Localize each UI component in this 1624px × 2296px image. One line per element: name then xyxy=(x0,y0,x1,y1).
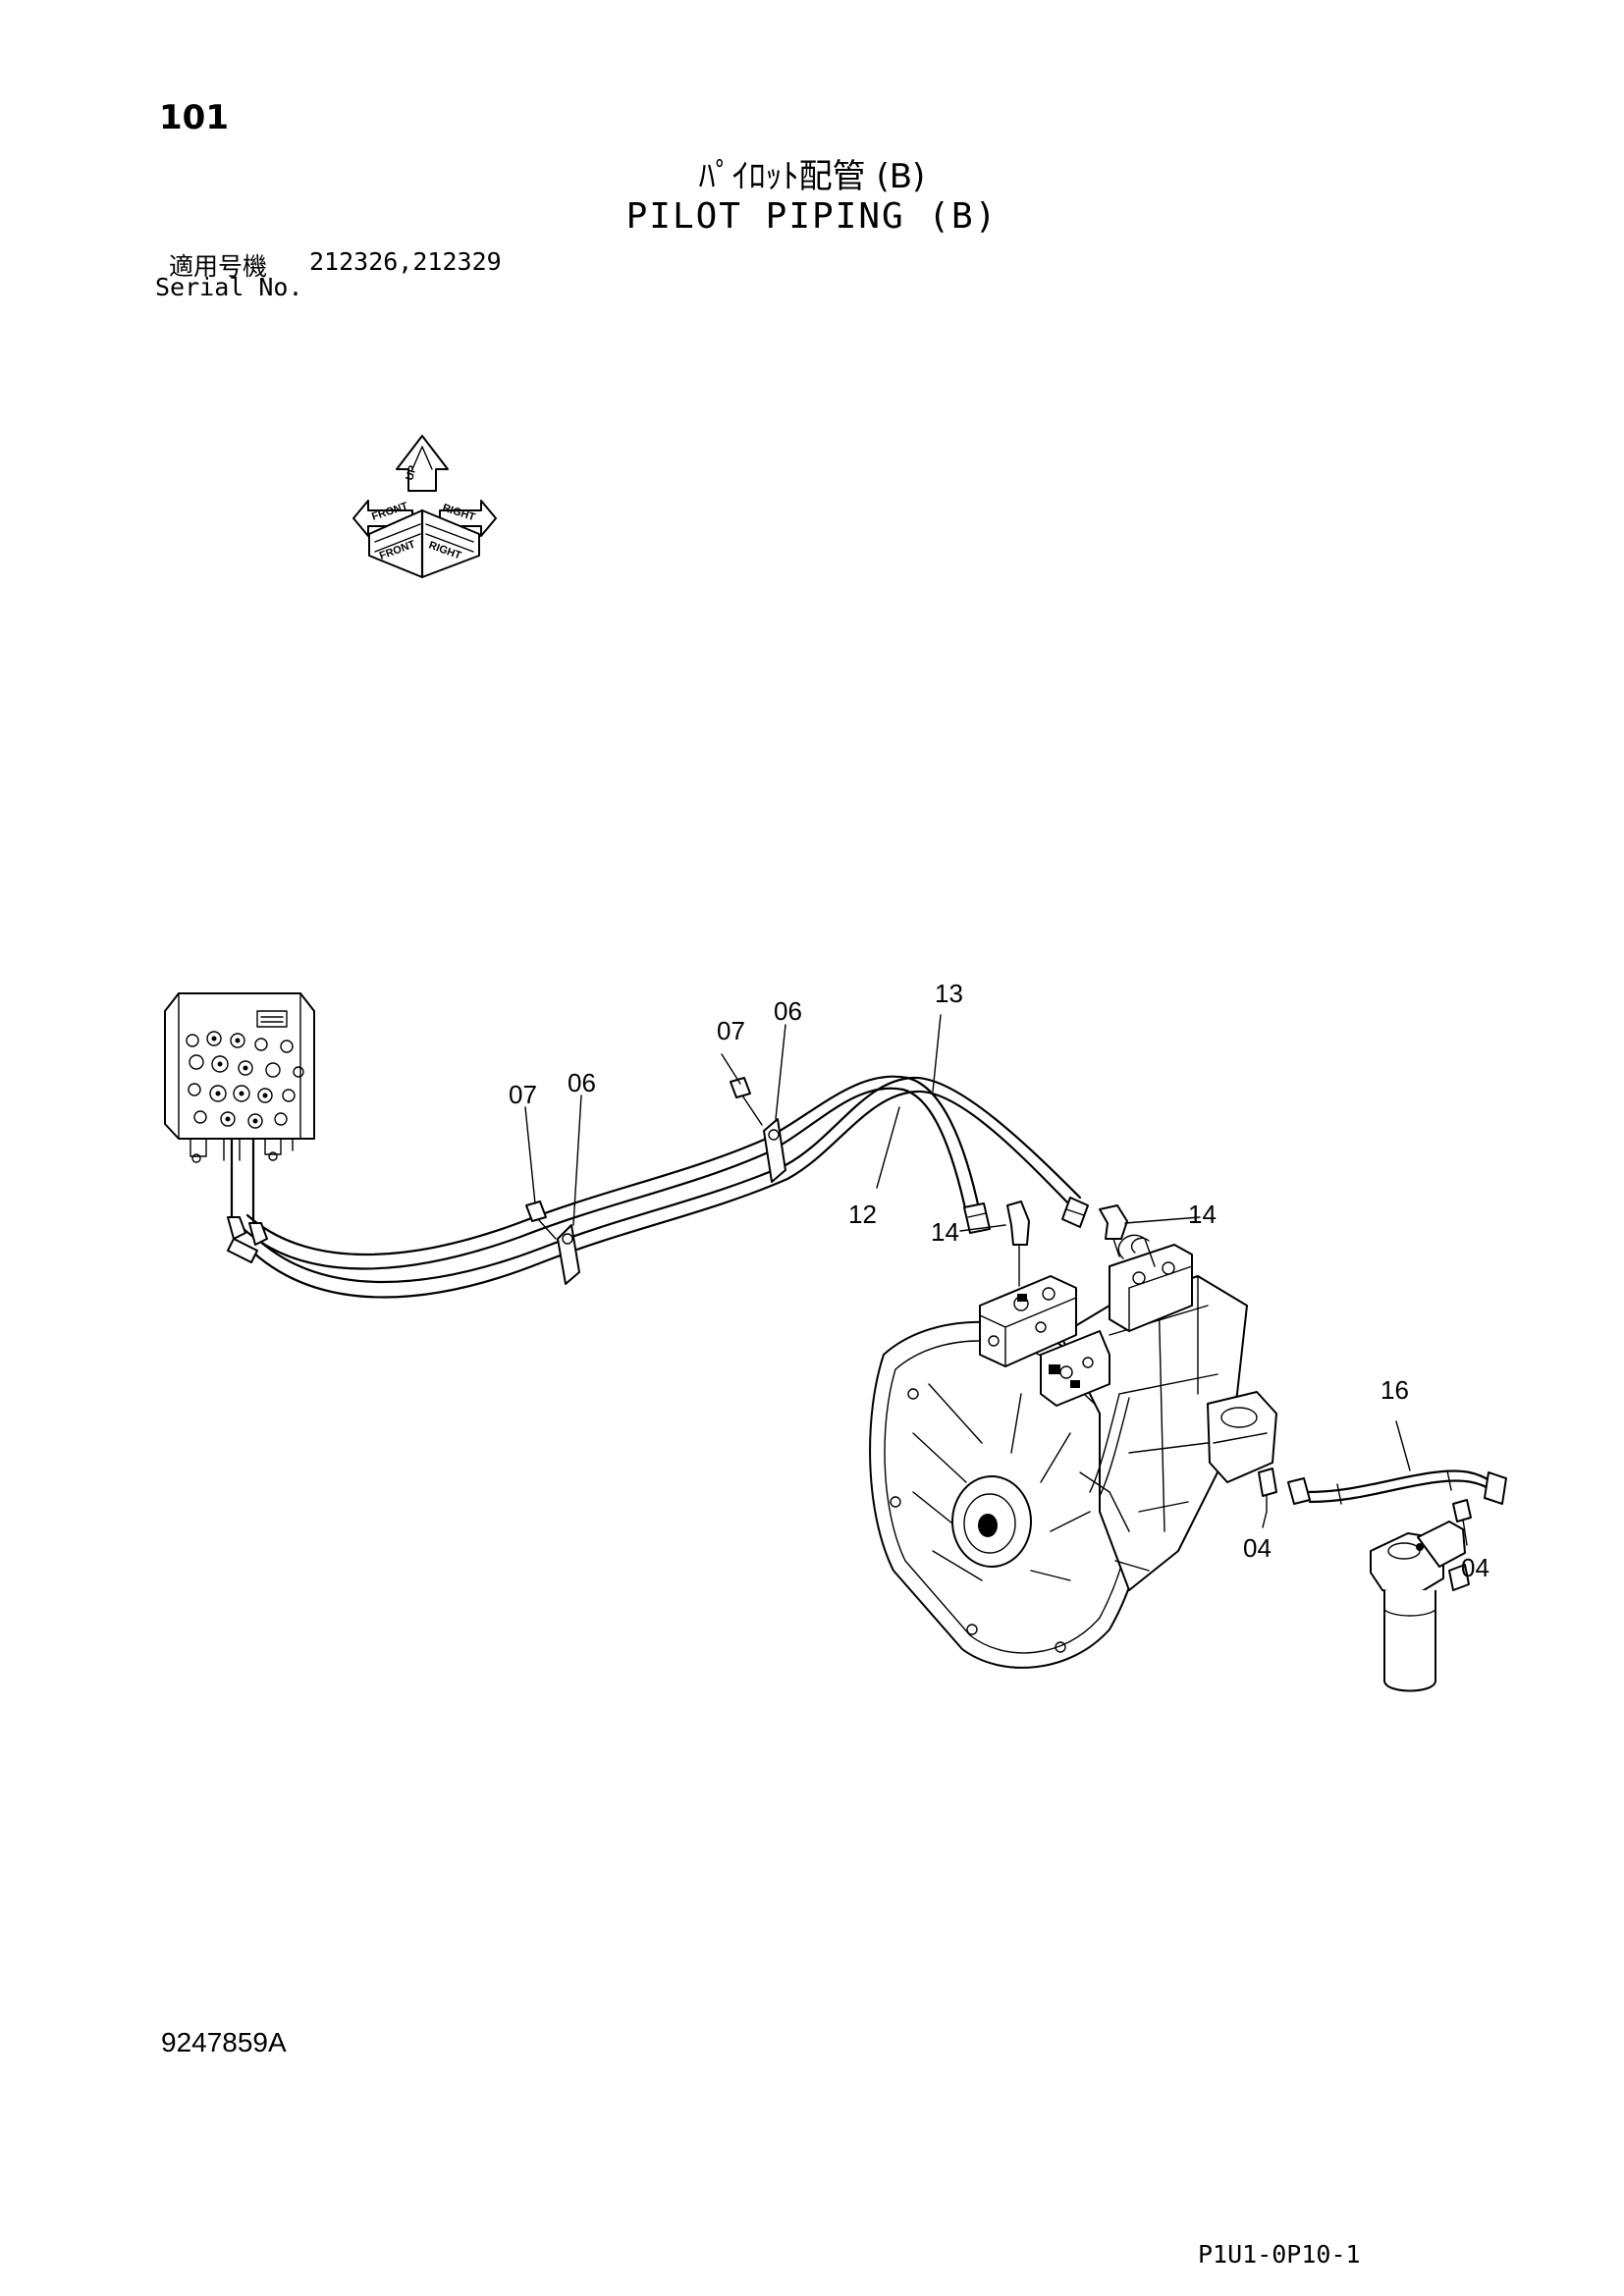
callout-04-pump: 04 xyxy=(1243,1533,1272,1563)
serial-numbers: 212326,212329 xyxy=(309,247,502,276)
hose-16 xyxy=(1287,1469,1507,1505)
main-pump xyxy=(869,1234,1277,1669)
hose-end-fittings-valve xyxy=(227,1216,268,1263)
drawing-number: 9247859A xyxy=(161,2027,287,2057)
elbow-14-right xyxy=(1099,1204,1128,1257)
hose-13 xyxy=(251,1076,1082,1299)
callout-06-lower: 06 xyxy=(568,1068,596,1097)
page-title-japanese: ﾊﾟｲﾛｯﾄ配管 (B) xyxy=(698,157,926,196)
callout-13: 13 xyxy=(935,979,963,1008)
hose-end-fittings-pump xyxy=(963,1197,1089,1234)
bolt-07-right xyxy=(730,1077,763,1126)
callout-12: 12 xyxy=(848,1200,877,1229)
serial-label-english: Serial No. xyxy=(155,273,303,301)
elbow-14-left xyxy=(1006,1201,1030,1287)
sheet-code: P1U1-0P10-1 xyxy=(1198,2240,1361,2269)
leader-lines xyxy=(524,1014,1468,1546)
callout-04-filter: 04 xyxy=(1461,1553,1489,1582)
callout-14-left: 14 xyxy=(931,1217,959,1247)
orientation-symbol: FRONT RIGHT UP FRONT RIGHT xyxy=(352,435,497,579)
fitting-04-pump xyxy=(1258,1468,1277,1513)
valve-ports xyxy=(186,1031,304,1129)
callout-14-right: 14 xyxy=(1188,1200,1217,1229)
pilot-valve-block xyxy=(164,992,315,1227)
callout-07-upper: 07 xyxy=(717,1016,745,1045)
clamp-06-left xyxy=(557,1224,580,1285)
orientation-label-up: UP xyxy=(404,464,419,482)
callout-07-lower: 07 xyxy=(509,1080,537,1109)
callout-labels: 13 07 06 07 06 12 14 14 16 04 04 xyxy=(509,979,1489,1582)
pilot-filter xyxy=(1370,1521,1470,1692)
serial-label-japanese: 適用号機 xyxy=(169,252,268,281)
callout-06-upper: 06 xyxy=(774,996,802,1026)
callout-16: 16 xyxy=(1380,1375,1409,1405)
clamp-06-right xyxy=(763,1118,786,1183)
page-number: 101 xyxy=(159,98,229,137)
hose-12 xyxy=(240,1075,982,1270)
fitting-04-filter xyxy=(1452,1499,1472,1522)
page-title-english: PILOT PIPING (B) xyxy=(625,196,999,237)
